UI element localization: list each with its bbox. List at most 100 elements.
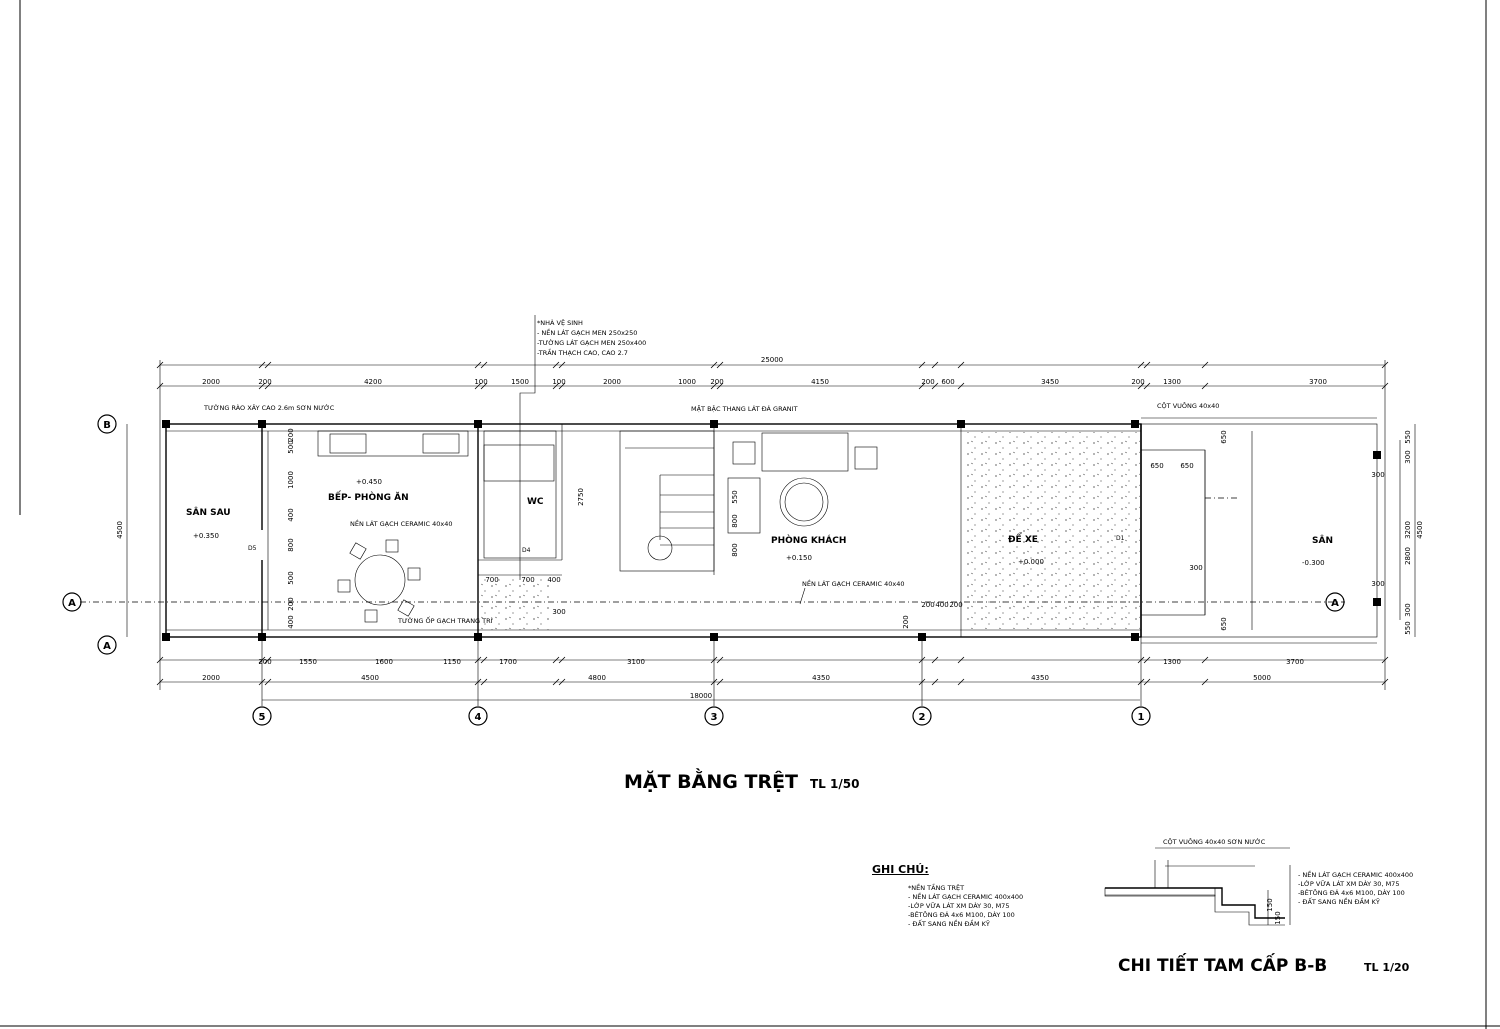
axis-bubble-B-label: B — [103, 420, 111, 431]
dim-tick — [558, 656, 566, 664]
dim-tick — [480, 678, 488, 686]
column — [162, 633, 170, 641]
dim-misc-11: 400 — [547, 576, 560, 584]
notes-title: GHI CHÚ: — [872, 863, 929, 876]
dim-bottom-inner-0: 200 — [258, 658, 271, 666]
level-bep: +0.450 — [356, 478, 382, 486]
wc-notes: *NHÀ VỆ SINH - NỀN LÁT GẠCH MEN 250x250 … — [537, 319, 647, 357]
dim-right-3: 300 — [1404, 603, 1412, 616]
dim-tick — [552, 678, 560, 686]
dim-tick — [716, 656, 724, 664]
dim-tick — [1201, 656, 1209, 664]
dim-tick — [264, 678, 272, 686]
axis-bubble-2 — [912, 706, 932, 726]
dim-misc-20: 650 — [1150, 462, 1163, 470]
dim-misc-27: 150 — [1266, 898, 1274, 911]
dim-misc-3: 400 — [287, 508, 295, 521]
dim-tick — [1143, 382, 1151, 390]
dim-tick — [918, 382, 926, 390]
dim-tick — [1143, 361, 1151, 369]
dim-tick — [156, 382, 164, 390]
dim-tick — [931, 361, 939, 369]
dim-tick — [558, 382, 566, 390]
dim-bottom-5: 5000 — [1253, 674, 1271, 682]
door-d5: D5 — [248, 545, 257, 552]
dim-misc-16: 200 — [921, 601, 934, 609]
dim-bottom-4: 4350 — [1031, 674, 1049, 682]
axis-bubble-1-label: 1 — [1138, 712, 1145, 723]
dim-top-9: 4150 — [811, 378, 829, 386]
note-rear-wall: TƯỜNG RÀO XÂY CAO 2.6m SƠN NƯỚC — [204, 404, 335, 412]
dim-bottom-1: 4500 — [361, 674, 379, 682]
dim-top-10: 200 — [921, 378, 934, 386]
dim-bottom-inner-2: 1600 — [375, 658, 393, 666]
column — [258, 420, 266, 428]
column — [710, 420, 718, 428]
dim-misc-8: 2750 — [577, 488, 585, 506]
dim-right-total-1: 4500 — [1416, 521, 1424, 539]
dim-top-15: 3700 — [1309, 378, 1327, 386]
dim-right-total-0: 2800 — [1404, 547, 1412, 565]
dim-misc-14: 550 — [731, 490, 739, 503]
dim-tick — [1381, 656, 1389, 664]
dim-bottom-inner-3: 1150 — [443, 658, 461, 666]
level-san-sau: +0.350 — [193, 532, 219, 540]
stair-detail-section — [1104, 847, 1291, 926]
dimension-lines — [126, 360, 1416, 701]
dim-misc-12: 300 — [552, 608, 565, 616]
dim-tick — [264, 382, 272, 390]
detail-notes: - NỀN LÁT GẠCH CERAMIC 400x400 -LỚP VỮA … — [1298, 871, 1414, 906]
dim-right-1: 300 — [1404, 450, 1412, 463]
dim-misc-19: 200 — [902, 615, 910, 628]
dim-misc-2: 1000 — [287, 471, 295, 489]
dim-misc-4: 800 — [287, 538, 295, 551]
dim-overall: 25000 — [761, 356, 783, 364]
dim-tick — [552, 656, 560, 664]
dim-misc-10: 700 — [521, 576, 534, 584]
dim-misc-23: 300 — [1371, 471, 1384, 479]
main-title: MẶT BẰNG TRỆT — [624, 771, 799, 793]
dim-misc-17: 400 — [935, 601, 948, 609]
note-deco-wall: TƯỜNG ỐP GẠCH TRANG TRÍ — [398, 617, 493, 625]
dim-bottom-3: 4350 — [812, 674, 830, 682]
dim-tick — [716, 361, 724, 369]
dim-top-8: 200 — [710, 378, 723, 386]
column — [1373, 598, 1381, 606]
detail-scale: TL 1/20 — [1364, 961, 1410, 974]
dim-tick — [1201, 678, 1209, 686]
dim-top-12: 3450 — [1041, 378, 1059, 386]
dim-tick — [480, 656, 488, 664]
dim-tick — [931, 656, 939, 664]
axis-bubble-1 — [1131, 706, 1151, 726]
furniture — [337, 432, 878, 623]
dim-tick — [474, 382, 482, 390]
axis-bubble-4 — [468, 706, 488, 726]
dim-top-14: 1300 — [1163, 378, 1181, 386]
dim-misc-0: 200 — [287, 428, 295, 441]
axis-bubble-A-label: A — [103, 641, 111, 652]
column — [474, 420, 482, 428]
column — [1131, 420, 1139, 428]
dim-tick — [931, 382, 939, 390]
axis-bubble-3-label: 3 — [711, 712, 718, 723]
column — [1373, 451, 1381, 459]
dim-right-2: 3200 — [1404, 521, 1412, 539]
column — [162, 420, 170, 428]
dim-misc-6: 200 — [287, 597, 295, 610]
dim-tick — [552, 361, 560, 369]
section-marker-left — [62, 592, 82, 612]
dim-tick — [957, 656, 965, 664]
dim-top-3: 100 — [474, 378, 487, 386]
room-phong-khach: PHÒNG KHÁCH — [771, 536, 847, 546]
dim-tick — [156, 361, 164, 369]
room-san-sau: SÂN SAU — [186, 508, 231, 518]
main-scale: TL 1/50 — [810, 777, 860, 791]
axis-bubble-5-label: 5 — [259, 712, 266, 723]
dim-tick — [957, 382, 965, 390]
dim-tick — [552, 382, 560, 390]
dim-misc-18: 200 — [949, 601, 962, 609]
coffee-table — [779, 477, 829, 527]
walls — [165, 417, 1378, 644]
dim-misc-28: 150 — [1274, 911, 1282, 924]
